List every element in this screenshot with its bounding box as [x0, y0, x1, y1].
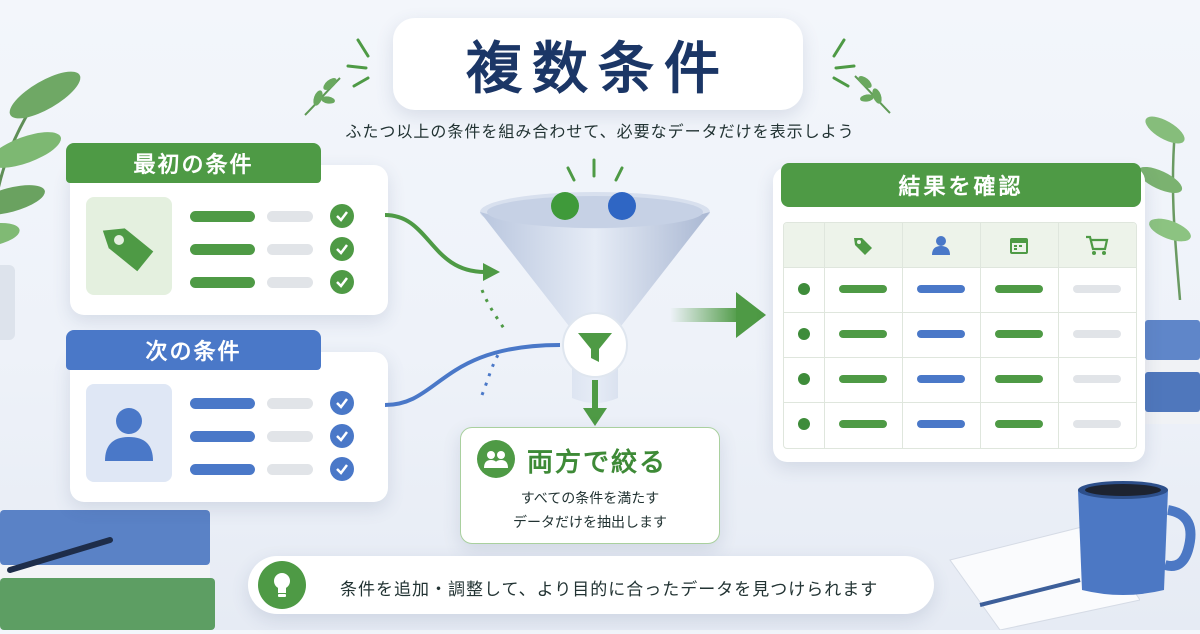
row-marker	[798, 328, 810, 340]
row-marker	[798, 283, 810, 295]
table-cell-bar	[917, 420, 965, 428]
person-icon	[902, 223, 980, 267]
calendar-icon	[980, 223, 1058, 267]
tag-icon	[102, 228, 154, 272]
table-cell-bar	[839, 375, 887, 383]
table-cell-bar	[839, 420, 887, 428]
sparkle-lines-right	[812, 32, 862, 92]
table-cell-bar	[995, 330, 1043, 338]
table-cell-bar	[1073, 420, 1121, 428]
second-condition-bar-1	[190, 398, 255, 409]
first-condition-bar-1-light	[267, 211, 313, 222]
table-cell-bar	[917, 330, 965, 338]
tip-card: 条件を追加・調整して、より目的に合ったデータを見つけられます	[248, 556, 934, 614]
first-condition-bar-1	[190, 211, 255, 222]
row-marker	[798, 373, 810, 385]
second-condition-bar-2	[190, 431, 255, 442]
leaf-sprig-left	[300, 70, 350, 120]
table-cell-bar	[1073, 330, 1121, 338]
books-decoration-left	[0, 500, 215, 630]
plant-decoration-right	[1130, 60, 1200, 301]
second-condition-label: 次の条件	[145, 340, 242, 365]
cart-icon	[1058, 223, 1136, 267]
leaf-sprig-right	[845, 68, 895, 118]
tip-text: 条件を追加・調整して、より目的に合ったデータを見つけられます	[340, 580, 879, 600]
mug-decoration	[1070, 470, 1200, 600]
check-icon	[330, 457, 354, 481]
table-cell-bar	[1073, 285, 1121, 293]
check-icon	[330, 424, 354, 448]
row-marker	[798, 418, 810, 430]
first-condition-header: 最初の条件	[66, 143, 321, 183]
first-condition-bar-3	[190, 277, 255, 288]
table-cell-bar	[995, 375, 1043, 383]
results-title: 結果を確認	[898, 175, 1024, 200]
check-icon	[330, 270, 354, 294]
results-card: 結果を確認	[773, 163, 1145, 462]
results-table-header	[784, 223, 1136, 267]
table-cell-bar	[839, 330, 887, 338]
title-card: 複数条件	[393, 18, 803, 110]
second-condition-header: 次の条件	[66, 330, 321, 370]
check-icon	[330, 204, 354, 228]
first-condition-card: 最初の条件	[66, 143, 388, 315]
table-cell-bar	[839, 285, 887, 293]
green-ball	[551, 192, 579, 220]
check-icon	[330, 391, 354, 415]
sparkle-lines-left	[340, 32, 390, 92]
second-condition-bar-2-light	[267, 431, 313, 442]
blue-ball	[608, 192, 636, 220]
first-condition-bar-2	[190, 244, 255, 255]
second-condition-bar-1-light	[267, 398, 313, 409]
people-icon	[477, 440, 515, 478]
table-cell-bar	[917, 285, 965, 293]
summary-title: 両方で絞る	[527, 448, 668, 478]
lightbulb-icon	[258, 561, 306, 609]
results-table	[783, 222, 1137, 449]
table-cell-bar	[917, 375, 965, 383]
books-decoration-right	[1145, 320, 1200, 430]
page-subtitle: ふたつ以上の条件を組み合わせて、必要なデータだけを表示しよう	[345, 122, 855, 141]
second-condition-card: 次の条件	[66, 330, 388, 502]
check-icon	[330, 237, 354, 261]
second-condition-bar-3	[190, 464, 255, 475]
summary-line-1: すべての条件を満たす	[520, 491, 660, 507]
page-title: 複数条件	[466, 36, 730, 102]
table-cell-bar	[995, 420, 1043, 428]
second-condition-bar-3-light	[267, 464, 313, 475]
funnel-diagram	[384, 158, 766, 426]
blue-connector-arrow	[384, 343, 561, 407]
second-condition-thumbnail	[86, 384, 172, 482]
green-connector-arrow	[384, 213, 486, 274]
first-condition-bar-3-light	[267, 277, 313, 288]
table-cell-bar	[1073, 375, 1121, 383]
first-condition-label: 最初の条件	[133, 153, 254, 178]
summary-card: 両方で絞る すべての条件を満たす データだけを抽出します	[460, 427, 720, 544]
table-cell-bar	[995, 285, 1043, 293]
person-icon	[105, 408, 153, 461]
tag-icon	[824, 223, 902, 267]
first-condition-thumbnail	[86, 197, 172, 295]
summary-line-2: データだけを抽出します	[513, 515, 667, 531]
first-condition-bar-2-light	[267, 244, 313, 255]
plant-decoration-left	[0, 40, 110, 340]
results-header: 結果を確認	[781, 163, 1141, 207]
